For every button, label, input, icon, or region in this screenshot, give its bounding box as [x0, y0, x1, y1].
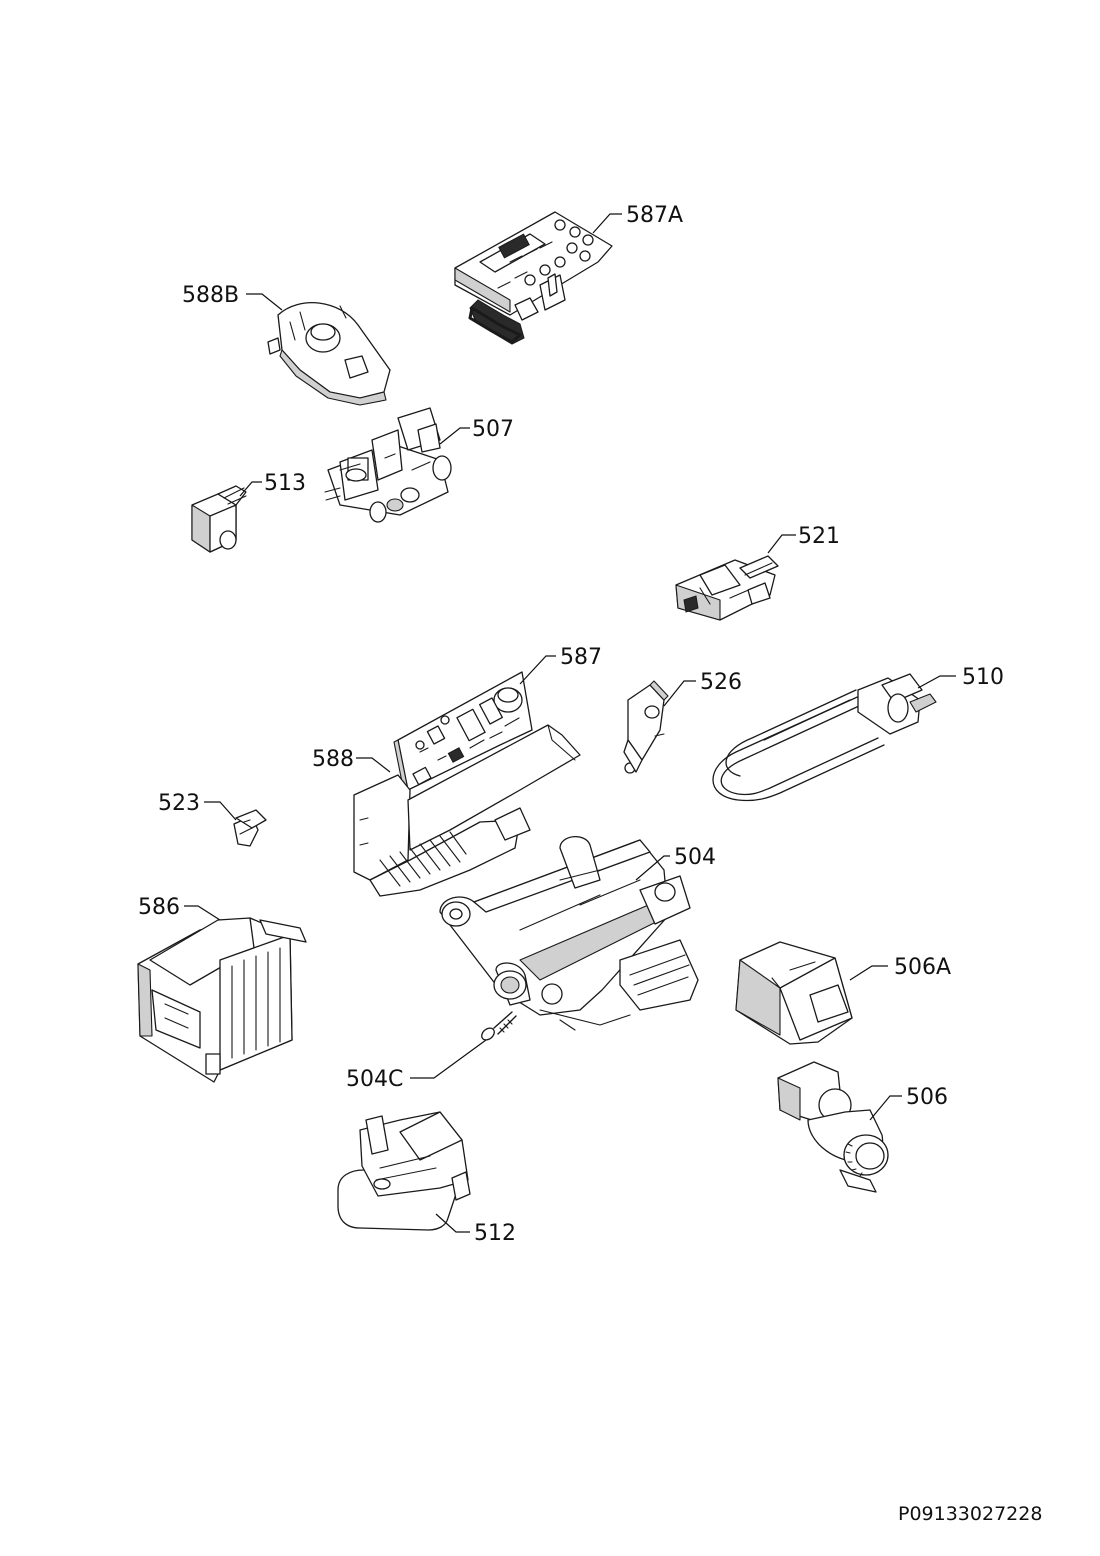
leader-507 — [439, 427, 470, 445]
leader-512 — [435, 1213, 470, 1233]
label-526: 526 — [700, 670, 742, 695]
label-504C: 504C — [346, 1067, 403, 1092]
part-588B-cover[interactable] — [267, 302, 391, 406]
leader-521 — [767, 534, 796, 554]
part-512-filter-cover[interactable] — [337, 1111, 471, 1231]
label-513: 513 — [264, 471, 306, 496]
part-506A-pump-cover[interactable] — [735, 941, 853, 1045]
part-507-inlet-valve[interactable] — [324, 407, 452, 523]
drawing-code: P09133027228 — [898, 1503, 1042, 1525]
part-526-sensor-bracket[interactable] — [623, 680, 669, 774]
part-588-board-housing[interactable] — [353, 724, 581, 897]
label-507: 507 — [472, 417, 514, 442]
leader-504C — [410, 1039, 487, 1079]
label-587A: 587A — [626, 203, 683, 228]
label-506: 506 — [906, 1085, 948, 1110]
leader-586 — [184, 905, 221, 921]
label-506A: 506A — [894, 955, 951, 980]
label-510: 510 — [962, 665, 1004, 690]
leader-510 — [917, 675, 956, 689]
part-504-motor[interactable] — [439, 836, 699, 1031]
part-513-filter[interactable] — [191, 485, 247, 553]
part-506-drain-pump[interactable] — [777, 1061, 889, 1193]
label-504: 504 — [674, 845, 716, 870]
leader-513 — [239, 481, 262, 497]
part-510-heating-element[interactable] — [712, 673, 937, 802]
label-521: 521 — [798, 524, 840, 549]
part-587-main-control-board[interactable] — [393, 671, 533, 793]
part-586-power-module[interactable] — [137, 917, 307, 1083]
leader-587 — [519, 655, 556, 685]
part-523-clip[interactable] — [233, 809, 267, 847]
label-588: 588 — [312, 747, 354, 772]
label-586: 586 — [138, 895, 180, 920]
label-523: 523 — [158, 791, 200, 816]
part-587A-user-interface-board[interactable] — [454, 211, 613, 345]
part-521-door-lock[interactable] — [675, 555, 779, 621]
leader-588B — [246, 293, 283, 311]
leader-523 — [204, 801, 237, 821]
label-512: 512 — [474, 1221, 516, 1246]
label-588B: 588B — [182, 283, 239, 308]
leader-506A — [849, 965, 888, 981]
leader-588 — [356, 757, 391, 773]
leader-587A — [592, 213, 622, 234]
label-587: 587 — [560, 645, 602, 670]
leader-504 — [635, 855, 670, 881]
part-504C-screw[interactable] — [479, 1011, 517, 1042]
leader-506 — [869, 1095, 902, 1121]
leader-526 — [663, 680, 696, 707]
